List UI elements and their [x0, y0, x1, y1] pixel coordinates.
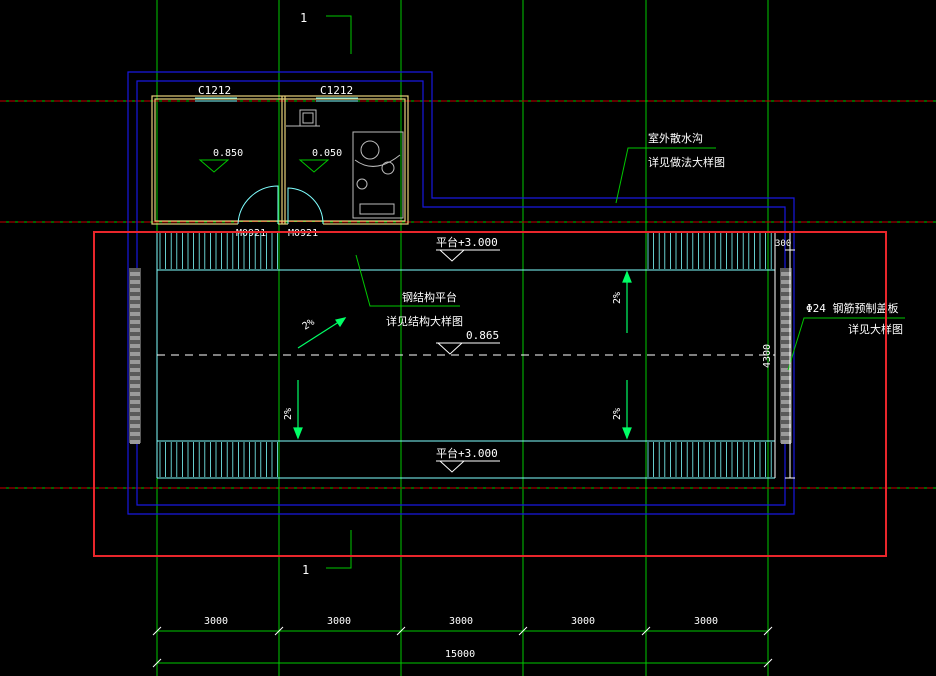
section-mark-top	[326, 15, 352, 54]
steel-callout-leader	[355, 254, 460, 307]
dim-total: 15000	[445, 649, 475, 660]
drain-callout-line1: 室外散水沟	[648, 131, 703, 145]
grate-slot	[130, 408, 140, 412]
grate-slot	[781, 376, 791, 380]
elevation-marker-right	[298, 159, 330, 173]
selection-highlight	[93, 231, 887, 557]
windows	[195, 97, 358, 102]
platform-label-bottom: 平台+3.000	[436, 446, 498, 460]
grate-slot	[130, 360, 140, 364]
grate-slot	[130, 376, 140, 380]
grate-slot	[130, 400, 140, 404]
grate-slot	[781, 384, 791, 388]
grate-slot	[130, 304, 140, 308]
grate-slot	[130, 320, 140, 324]
section-mark-bottom	[326, 530, 352, 569]
grate-slot	[781, 424, 791, 428]
grate-slot	[781, 296, 791, 300]
grate-slot	[130, 432, 140, 436]
door-label-right: M0921	[288, 228, 318, 239]
equipment-icon	[352, 131, 404, 219]
slope-arrows	[293, 270, 632, 440]
grate-slot	[130, 288, 140, 292]
dim-right-height: 4300	[762, 344, 773, 368]
grate-slot	[781, 392, 791, 396]
grate-slot	[130, 416, 140, 420]
grate-slot	[781, 288, 791, 292]
center-elevation: 0.865	[466, 329, 499, 342]
slope-label-diagonal: 2%	[301, 317, 317, 333]
window-label-right: C1212	[320, 84, 353, 97]
grate-slot	[130, 272, 140, 276]
dim-span-2: 3000	[327, 616, 351, 627]
door-label-left: M0921	[236, 228, 266, 239]
doors	[237, 185, 324, 226]
grate-slot	[781, 272, 791, 276]
grate-slot	[781, 328, 791, 332]
grate-slot	[130, 296, 140, 300]
grate-slot	[781, 336, 791, 340]
axis-lines	[0, 100, 936, 489]
grate-slot	[130, 352, 140, 356]
platform-bottom	[157, 440, 775, 479]
rooms	[151, 95, 409, 225]
bottom-dimensions	[157, 630, 768, 664]
room-elevation-right: 0.050	[312, 148, 342, 159]
grate-slot	[781, 416, 791, 420]
grate-callout-line2: 详见大样图	[848, 322, 903, 336]
grate-slot	[130, 336, 140, 340]
steel-callout-line2: 详见结构大样图	[386, 314, 463, 328]
grate-slot	[781, 400, 791, 404]
grate-slot	[781, 432, 791, 436]
grate-slot	[781, 320, 791, 324]
elevation-marker-left	[198, 159, 230, 173]
grate-callout-line1: Φ24 钢筋预制盖板	[806, 301, 899, 315]
drain-callout-leader	[615, 147, 716, 204]
dim-span-1: 3000	[204, 616, 228, 627]
grate-slot	[130, 344, 140, 348]
slope-label-lower-right: 2%	[612, 408, 623, 420]
drain-callout-line2: 详见做法大样图	[648, 155, 725, 169]
window-label-left: C1212	[198, 84, 231, 97]
grate-slot	[781, 280, 791, 284]
grate-slot	[781, 368, 791, 372]
slope-label-upper-right: 2%	[612, 292, 623, 304]
grate-slot	[130, 392, 140, 396]
grate-slot	[130, 312, 140, 316]
grate-slot	[781, 312, 791, 316]
grate-slot	[130, 328, 140, 332]
grate-slot	[130, 424, 140, 428]
steel-callout-line1: 钢结构平台	[402, 290, 457, 304]
grate-slot	[130, 384, 140, 388]
grate-slot	[781, 360, 791, 364]
grate-slot	[130, 280, 140, 284]
grate-slot	[781, 344, 791, 348]
section-label-bottom: 1	[302, 563, 309, 577]
dimension-ticks	[152, 626, 773, 668]
grate-slot	[781, 408, 791, 412]
dim-right-small: 300	[775, 239, 791, 249]
platform-label-top: 平台+3.000	[436, 235, 498, 249]
dim-span-4: 3000	[571, 616, 595, 627]
steel-grates	[129, 268, 792, 444]
slope-label-lower-left: 2%	[283, 408, 294, 420]
grate-slot	[781, 352, 791, 356]
grate-slot	[781, 440, 791, 444]
grate-slot	[781, 304, 791, 308]
grate-slot	[130, 368, 140, 372]
room-elevation-left: 0.850	[213, 148, 243, 159]
grate-slot	[130, 440, 140, 444]
stair-hatching	[159, 233, 772, 477]
drain-outline	[127, 71, 795, 515]
dim-span-3: 3000	[449, 616, 473, 627]
section-label-top: 1	[300, 11, 307, 25]
dim-span-5: 3000	[694, 616, 718, 627]
chair-icon	[286, 109, 320, 127]
grate-callout-leader	[787, 317, 905, 371]
